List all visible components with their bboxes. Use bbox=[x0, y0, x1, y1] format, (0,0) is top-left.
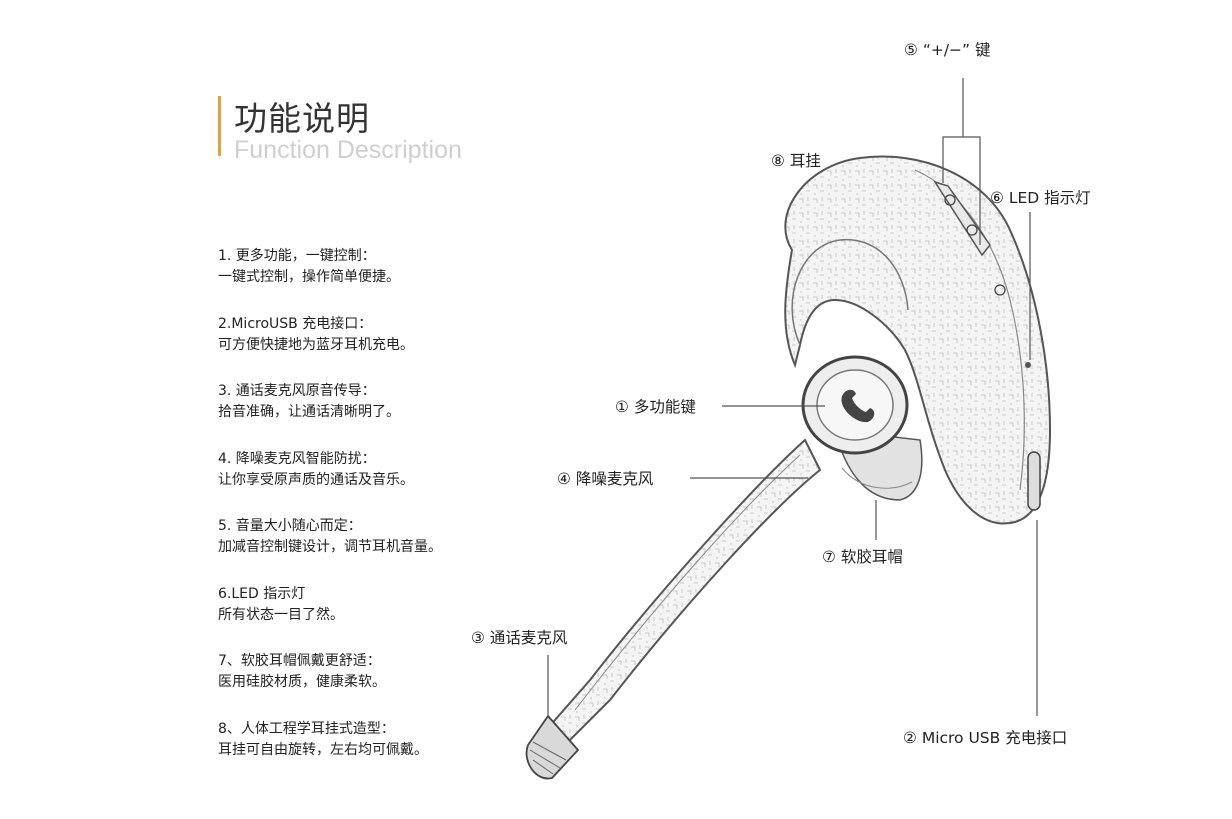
microphone-tip bbox=[525, 714, 580, 780]
feature-item: 8、人体工程学耳挂式造型： 耳挂可自由旋转，左右均可佩戴。 bbox=[218, 719, 518, 787]
feature-list: 1. 更多功能，一键控制： 一键式控制，操作简单便捷。 2.MicroUSB 充… bbox=[218, 246, 518, 786]
feature-description: 可方便快捷地为蓝牙耳机充电。 bbox=[218, 336, 414, 353]
leader-line-5 bbox=[942, 78, 981, 245]
callout-multifunction-button: ① 多功能键 bbox=[615, 398, 696, 416]
feature-description: 医用硅胶材质，健康柔软。 bbox=[218, 674, 386, 690]
phone-icon bbox=[841, 389, 875, 423]
volume-plus-icon bbox=[944, 194, 956, 206]
feature-heading: 3. 通话麦克风原音传导： bbox=[218, 383, 376, 399]
callout-soft-ear-cap: ⑦ 软胶耳帽 bbox=[822, 548, 903, 566]
feature-description: 耳挂可自由旋转，左右均可佩戴。 bbox=[218, 741, 428, 758]
feature-description: 一键式控制，操作简单便捷。 bbox=[218, 269, 400, 285]
feature-description: 拾音准确，让通话清晰明了。 bbox=[218, 404, 400, 420]
feature-heading: 5. 音量大小随心而定： bbox=[218, 518, 362, 534]
callout-volume-keys: ⑤ “+/−” 键 bbox=[904, 41, 991, 59]
callout-ear-hook: ⑧ 耳挂 bbox=[771, 152, 821, 170]
feature-heading: 2.MicroUSB 充电接口： bbox=[218, 315, 373, 332]
feature-heading: 6.LED 指示灯 bbox=[218, 585, 306, 602]
led-indicator-icon bbox=[1025, 362, 1031, 368]
feature-item: 1. 更多功能，一键控制： 一键式控制，操作简单便捷。 bbox=[218, 246, 518, 314]
feature-heading: 4. 降噪麦克风智能防扰： bbox=[218, 450, 376, 467]
volume-button-strip bbox=[933, 180, 991, 257]
accent-bar bbox=[218, 96, 221, 156]
ear-cap-ridge bbox=[841, 467, 913, 489]
feature-item: 4. 降噪麦克风智能防扰： 让你享受原声质的通话及音乐。 bbox=[218, 449, 518, 517]
feature-item: 6.LED 指示灯 所有状态一目了然。 bbox=[218, 584, 518, 652]
feature-item: 3. 通话麦克风原音传导： 拾音准确，让通话清晰明了。 bbox=[218, 381, 518, 449]
usb-port-icon bbox=[1027, 451, 1041, 511]
callout-led-indicator: ⑥ LED 指示灯 bbox=[990, 189, 1091, 207]
section-title: 功能说明 bbox=[234, 99, 370, 138]
power-icon bbox=[994, 284, 1006, 296]
feature-heading: 7、软胶耳帽佩戴更舒适： bbox=[218, 653, 381, 669]
feature-description: 加减音控制键设计，调节耳机音量。 bbox=[218, 539, 442, 555]
feature-heading: 1. 更多功能，一键控制： bbox=[218, 248, 376, 264]
volume-minus-icon bbox=[966, 224, 978, 236]
ear-hook-inner bbox=[791, 239, 909, 346]
feature-description: 所有状态一目了然。 bbox=[218, 606, 344, 623]
callout-noise-cancel-mic: ④ 降噪麦克风 bbox=[557, 470, 654, 488]
feature-description: 让你享受原声质的通话及音乐。 bbox=[218, 471, 414, 488]
feature-item: 5. 音量大小随心而定： 加减音控制键设计，调节耳机音量。 bbox=[218, 516, 518, 584]
feature-item: 7、软胶耳帽佩戴更舒适： 医用硅胶材质，健康柔软。 bbox=[218, 651, 518, 719]
headset-illustration bbox=[525, 155, 1052, 780]
callout-usb-port: ② Micro USB 充电接口 bbox=[903, 729, 1067, 747]
feature-item: 2.MicroUSB 充电接口： 可方便快捷地为蓝牙耳机充电。 bbox=[218, 314, 518, 382]
callout-call-microphone: ③ 通话麦克风 bbox=[471, 629, 568, 647]
feature-heading: 8、人体工程学耳挂式造型： bbox=[218, 720, 395, 737]
section-subtitle: Function Description bbox=[234, 136, 462, 164]
mic-grille bbox=[529, 741, 567, 775]
leader-lines bbox=[547, 78, 1038, 716]
